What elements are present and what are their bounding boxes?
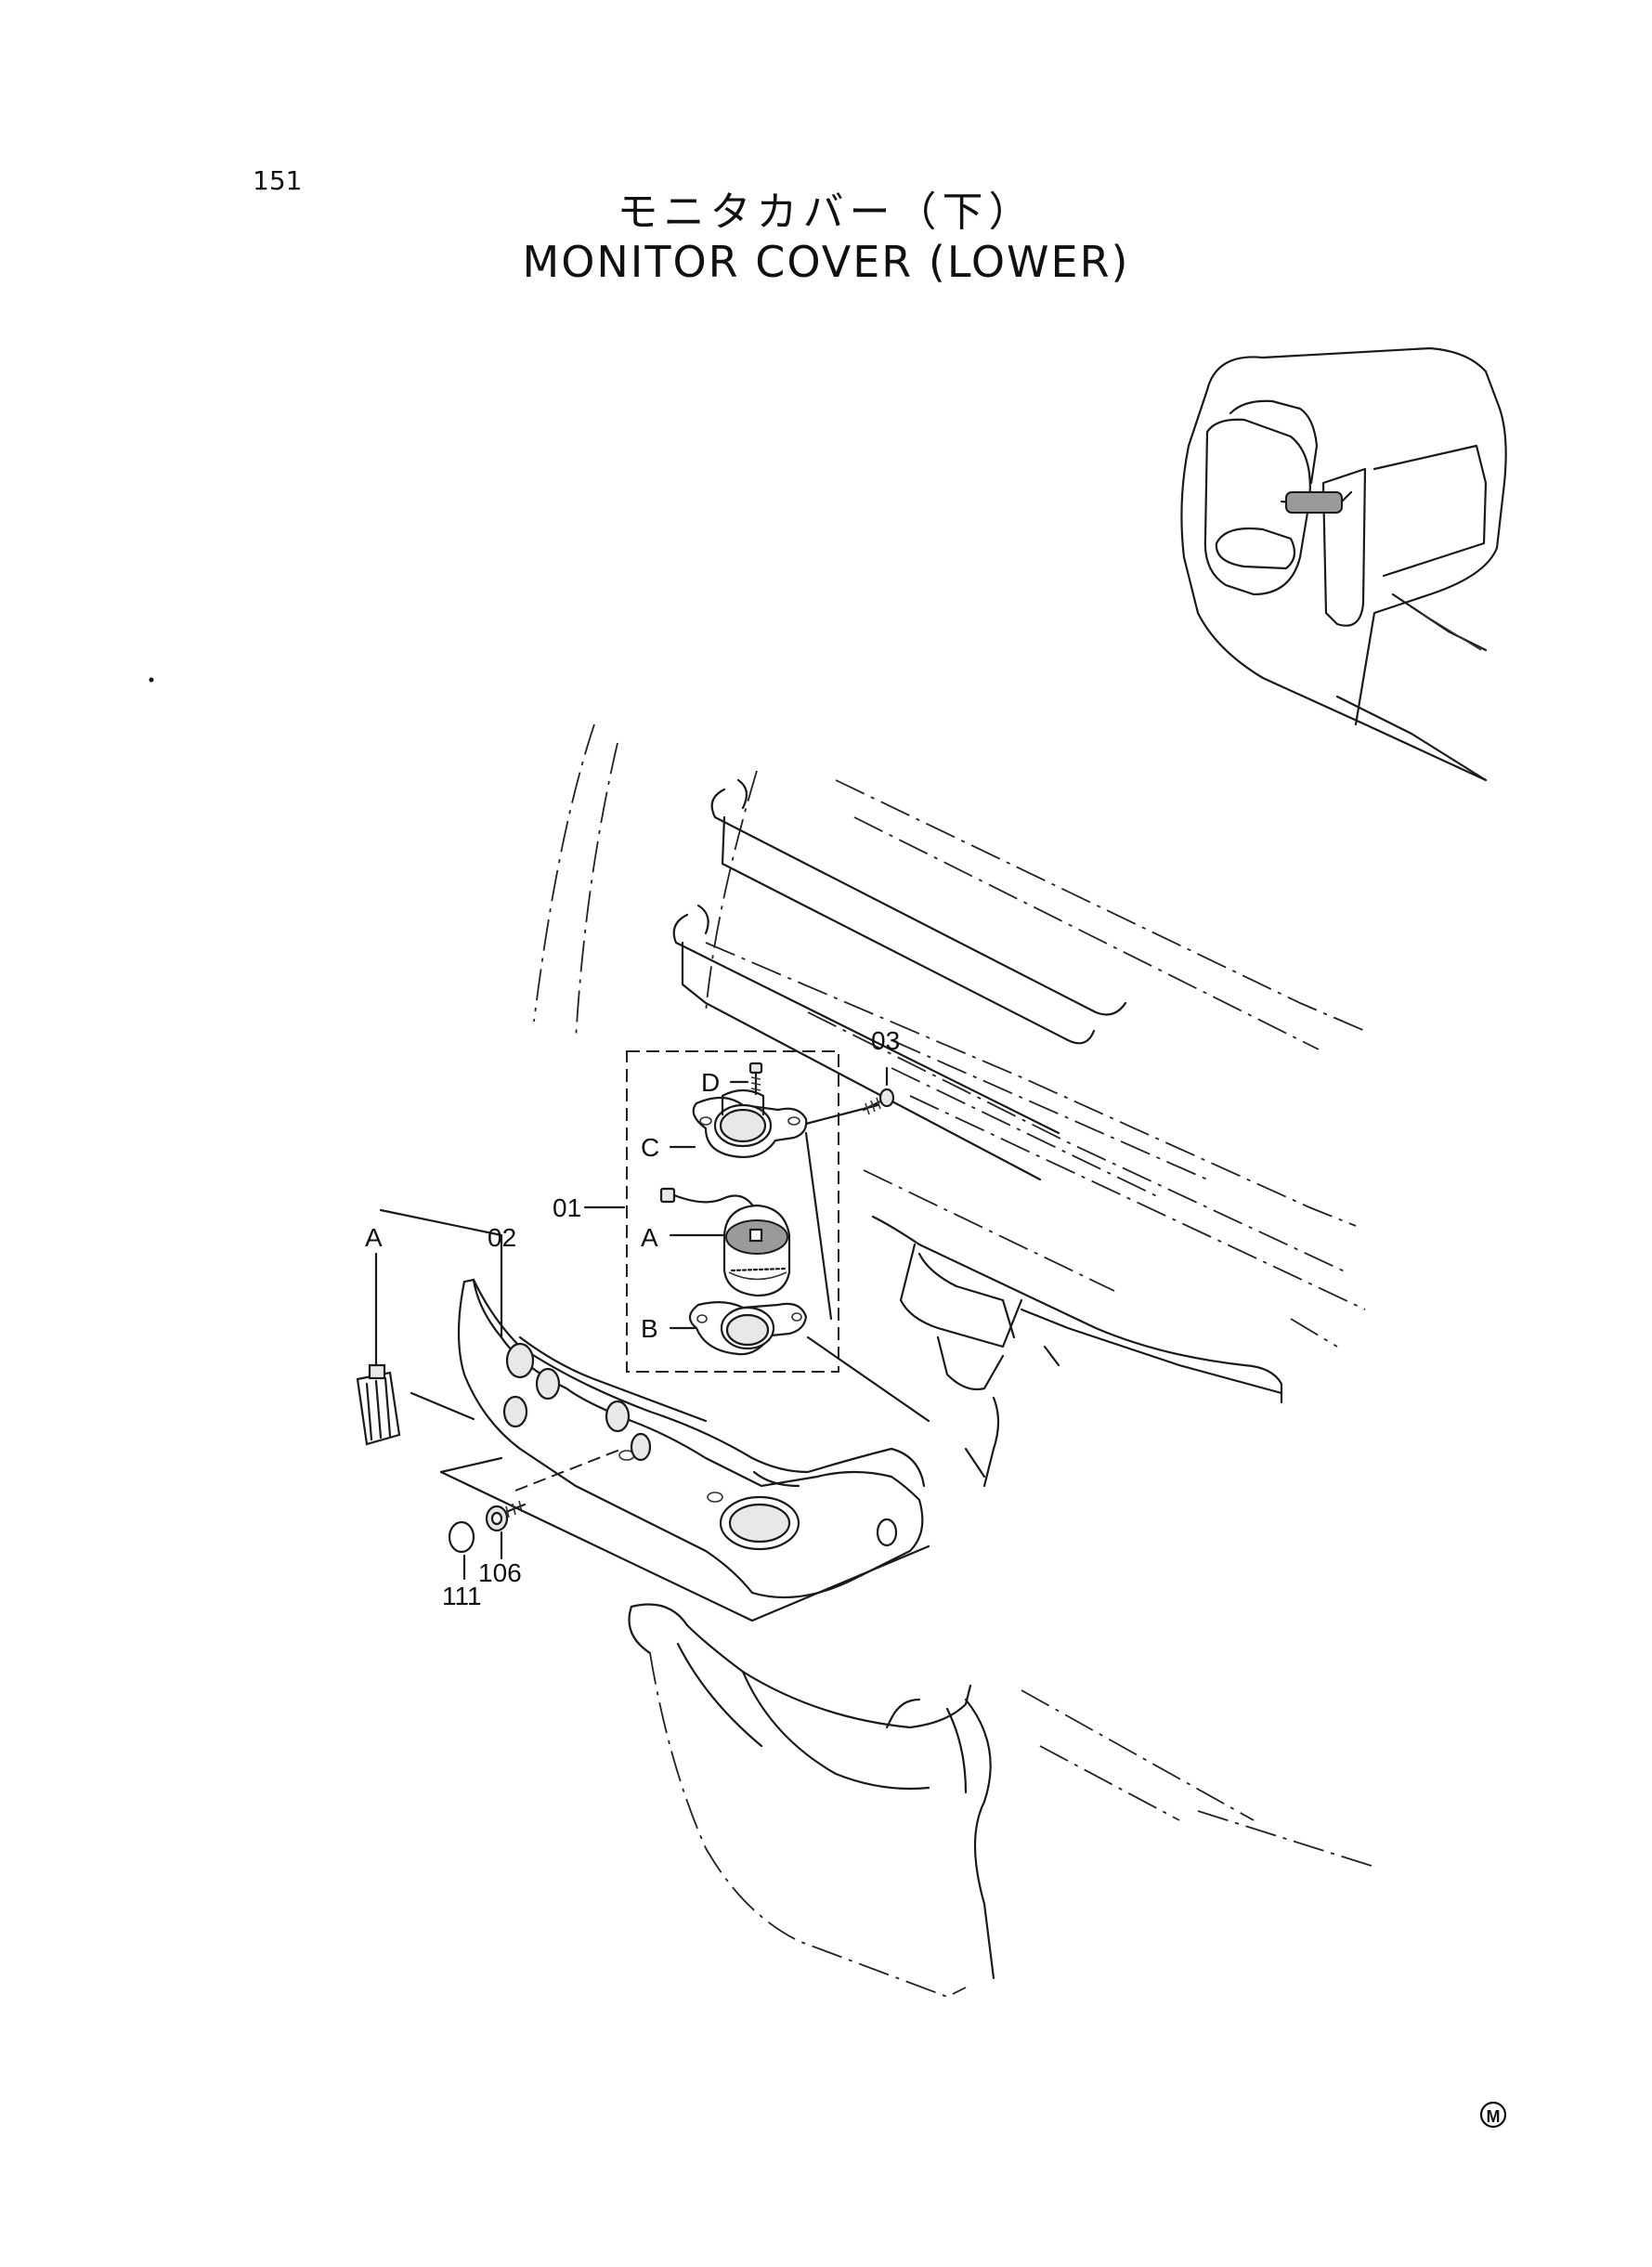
monitor-cover-lower-02 (457, 1278, 926, 1599)
callout-a-monitor: A (641, 1223, 658, 1252)
cab-overview-illustration (1180, 346, 1507, 782)
callout-01: 01 (553, 1193, 581, 1222)
handrail (672, 778, 1127, 1181)
lower-cover-panel (628, 1603, 995, 1998)
cab-structure-lines (533, 723, 1375, 1868)
callout-a-clip: A (365, 1223, 383, 1252)
m-mark-text: M (1487, 2107, 1501, 2126)
scan-speck (149, 677, 154, 683)
title-english: MONITOR COVER (LOWER) (522, 237, 1130, 287)
title-japanese: モニタカバー（下） (617, 189, 1035, 236)
screw-d-icon (748, 1062, 763, 1096)
callout-03: 03 (871, 1026, 900, 1055)
bracket-b-icon (688, 1301, 808, 1356)
monitor-unit-a-icon (659, 1187, 791, 1297)
screw-03-icon (862, 1088, 895, 1115)
monitor-location-icon (1285, 491, 1343, 514)
monitor-assembly-group (583, 1050, 930, 1423)
callout-106: 106 (478, 1558, 522, 1587)
callout-b: B (641, 1314, 658, 1343)
callout-111: 111 (442, 1582, 482, 1610)
bolt-106-icon (485, 1500, 527, 1560)
bracket-c-icon (692, 1088, 808, 1158)
assembly-01-boundary (626, 1050, 839, 1373)
cap-111-icon (448, 1520, 475, 1581)
callout-d: D (701, 1068, 720, 1097)
callout-02: 02 (488, 1223, 516, 1252)
page-number: 151 (253, 165, 303, 196)
clip-a-icon (356, 1252, 401, 1446)
callout-c: C (641, 1133, 659, 1162)
m-mark-icon: M (1479, 2101, 1507, 2129)
cab-side-panel (871, 1215, 1283, 1488)
